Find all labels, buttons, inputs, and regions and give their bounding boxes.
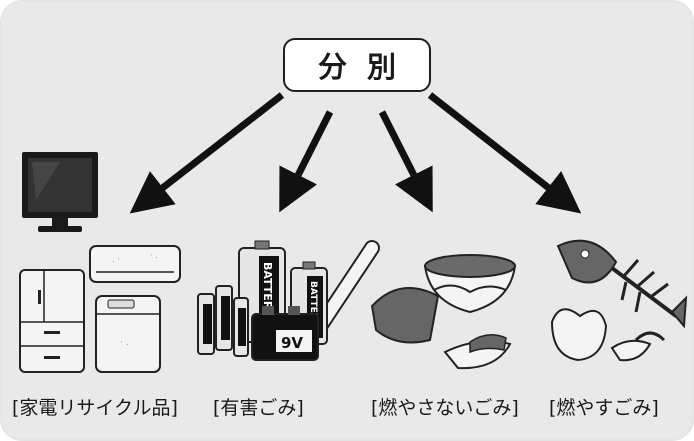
arrows bbox=[129, 92, 582, 214]
svg-text:· .: · . bbox=[150, 251, 158, 260]
arrow-to-combustible bbox=[427, 92, 582, 214]
battery-icon: BATTERY BATTERY 9V bbox=[197, 240, 328, 361]
television-icon bbox=[22, 152, 98, 232]
svg-text:. ·: . · bbox=[112, 255, 120, 264]
svg-text:BATTERY: BATTERY bbox=[308, 281, 318, 326]
refrigerator-icon bbox=[19, 269, 85, 373]
title-box: 分別 bbox=[283, 38, 431, 92]
washing-machine-icon: · . bbox=[95, 295, 161, 373]
svg-text:BATTERY: BATTERY bbox=[261, 262, 274, 318]
air-conditioner-icon: . · · . bbox=[89, 245, 181, 283]
label-noncombustible: [燃やさないごみ] bbox=[371, 397, 519, 419]
arrow-to-hazardous bbox=[279, 110, 334, 213]
svg-text:· .: · . bbox=[120, 338, 129, 348]
eggshell-icon bbox=[550, 308, 666, 362]
fish-bone-icon bbox=[556, 239, 688, 329]
arrow-to-appliance bbox=[129, 92, 285, 214]
arrow-to-noncombustible bbox=[378, 110, 433, 213]
svg-text:9V: 9V bbox=[281, 334, 303, 352]
label-appliance: [家電リサイクル品] bbox=[12, 397, 178, 419]
broken-dish-icon bbox=[370, 254, 517, 370]
label-hazardous: [有害ごみ] bbox=[213, 397, 304, 419]
label-combustible: [燃やすごみ] bbox=[549, 397, 659, 419]
diagram-title: 分別 bbox=[317, 50, 416, 84]
